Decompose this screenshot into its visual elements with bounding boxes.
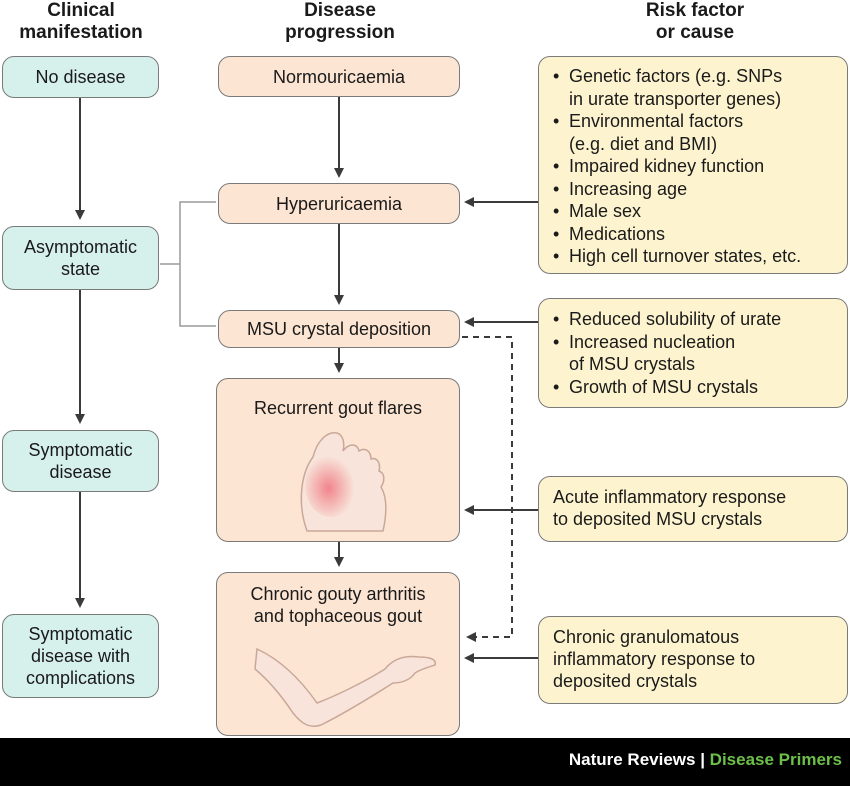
footer-separator: | [695,750,710,769]
risk-box-msu: Reduced solubility of urate Increased nu… [538,298,848,408]
risk-item-text: Reduced solubility of urate [569,309,782,329]
risk-item: Increasing age [553,178,801,201]
clinical-complications-line1: Symptomatic [28,624,133,644]
footer-bar [0,738,850,786]
clinical-complications: Symptomatic disease with complications [2,614,159,698]
risk-item: Medications [553,223,801,246]
risk-item: Impaired kidney function [553,155,801,178]
risk-item-text: (e.g. diet and BMI) [569,133,718,154]
arm-illustration-icon [254,647,437,727]
risk-item: Growth of MSU crystals [553,376,781,399]
risk-acute-line2: to deposited MSU crystals [553,509,763,529]
progression-recurrent-flares: Recurrent gout flares [216,378,460,542]
risk-item-text: Growth of MSU crystals [569,376,759,397]
header-clinical-line2: manifestation [19,22,143,43]
clinical-asymptomatic: Asymptomatic state [2,226,159,290]
header-clinical: Clinical manifestation [0,0,162,44]
progression-msu-deposition-label: MSU crystal deposition [246,319,432,339]
clinical-symptomatic-line2: disease [49,462,112,482]
risk-box-acute: Acute inflammatory response to deposited… [538,476,848,542]
clinical-symptomatic-line1: Symptomatic [28,440,133,460]
bracket-asymptomatic [160,201,216,327]
progression-normouricaemia-label: Normouricaemia [272,66,406,87]
risk-chronic-line2: inflammatory response to [553,649,756,669]
risk-item-text: of MSU crystals [569,354,696,374]
header-progression-line2: progression [285,22,395,43]
header-clinical-line1: Clinical [47,0,115,21]
risk-item-text: in urate transporter genes) [569,88,782,109]
risk-item-text: Increased nucleation [569,331,736,352]
clinical-no-disease: No disease [2,56,159,98]
footer-product-name: Disease Primers [709,750,842,769]
risk-item-text: Male sex [569,201,642,221]
progression-hyperuricaemia-label: Hyperuricaemia [275,193,403,214]
risk-item-text: Environmental factors [569,111,744,131]
clinical-asymptomatic-line1: Asymptomatic [23,237,138,257]
risk-item-text: Increasing age [569,178,688,199]
clinical-symptomatic: Symptomatic disease [2,430,159,492]
foot-illustration-icon [300,432,387,532]
header-progression: Disease progression [250,0,430,44]
footer-brand: Nature Reviews | Disease Primers [569,750,842,770]
header-risk-line2: or cause [655,22,735,43]
header-risk-line1: Risk factor [645,0,745,21]
header-progression-line1: Disease [304,0,376,21]
risk-item-text: Medications [569,223,666,244]
risk-chronic-line3: deposited crystals [553,671,698,691]
header-risk: Risk factor or cause [600,0,790,44]
progression-chronic-gout-line2: and tophaceous gout [253,606,423,626]
progression-hyperuricaemia: Hyperuricaemia [218,183,460,224]
risk-item-text: Impaired kidney function [569,156,765,176]
footer-brand-name: Nature Reviews [568,750,696,769]
clinical-complications-line2: disease with [30,646,131,666]
risk-item-text: Genetic factors (e.g. SNPs [569,66,783,86]
clinical-asymptomatic-line2: state [60,259,101,279]
risk-item: Environmental factors(e.g. diet and BMI) [553,110,801,155]
clinical-complications-line3: complications [25,668,136,688]
risk-item: High cell turnover states, etc. [553,245,801,268]
progression-chronic-gout: Chronic gouty arthritis and tophaceous g… [216,572,460,736]
progression-msu-deposition: MSU crystal deposition [218,310,460,348]
clinical-no-disease-label: No disease [35,67,126,87]
dashed-msu-chronic [462,336,513,642]
progression-recurrent-flares-label: Recurrent gout flares [253,398,423,418]
risk-item-text: High cell turnover states, etc. [569,246,802,266]
risk-acute-line1: Acute inflammatory response [553,487,787,507]
risk-chronic-line1: Chronic granulomatous [553,627,740,647]
progression-normouricaemia: Normouricaemia [218,56,460,97]
risk-item: Reduced solubility of urate [553,308,781,331]
risk-box-chronic: Chronic granulomatous inflammatory respo… [538,616,848,704]
risk-list-msu: Reduced solubility of urate Increased nu… [553,308,781,398]
progression-chronic-gout-line1: Chronic gouty arthritis [250,584,426,604]
risk-item: Male sex [553,200,801,223]
